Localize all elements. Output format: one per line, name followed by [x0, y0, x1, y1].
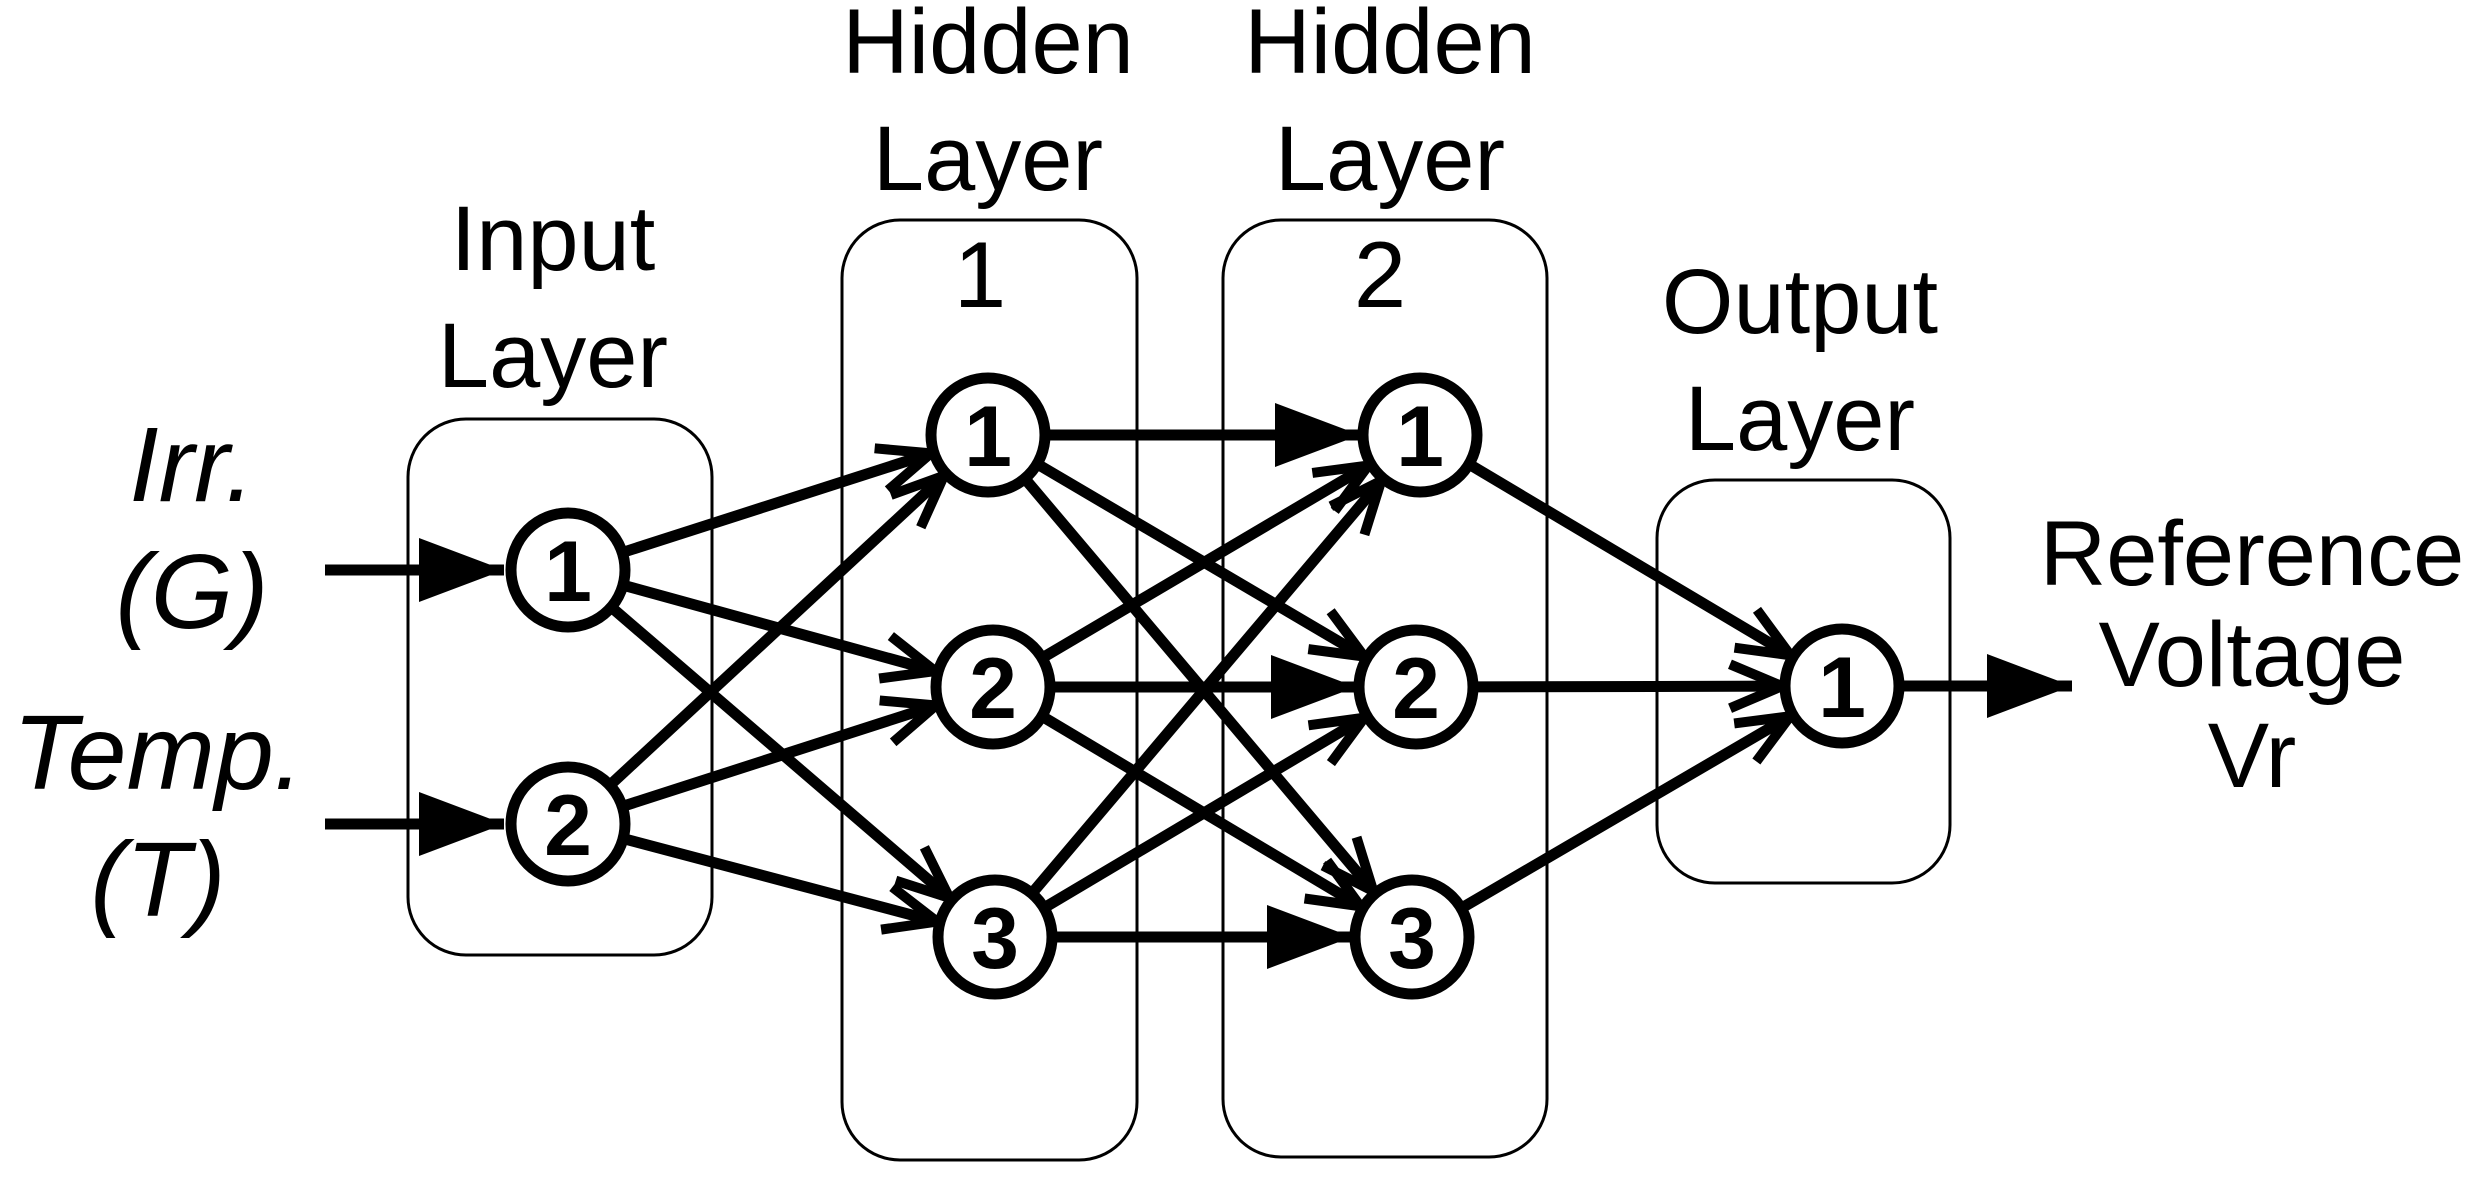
edge-h12-h21: [1041, 465, 1369, 662]
layer-title-hidden-1-line-1: Hidden: [842, 0, 1134, 93]
io-arrows: [325, 538, 2072, 856]
input-label-temp: Temp. (T): [13, 690, 304, 944]
layer-title-hidden-2-line-2: Layer: [1274, 107, 1506, 210]
layer-title-hidden-1-line-2: Layer: [872, 107, 1104, 210]
node-label-out1: 1: [1818, 640, 1866, 736]
input-label-irr-line-1: Irr.: [129, 406, 255, 524]
input-label-temp-line-1: Temp.: [12, 694, 304, 812]
output-label-line-2: Voltage: [2098, 604, 2406, 707]
neuron-nodes: 1 2 1 2 3 1 2 3 1: [505, 372, 1905, 1000]
node-circle-h23: [1349, 874, 1475, 1000]
edge-in2-h12: [622, 705, 936, 812]
edge-h21-out1: [1467, 460, 1791, 655]
layer-title-hidden-2: Hidden Layer: [1244, 0, 1536, 218]
node-label-h21: 1: [1396, 389, 1444, 485]
layer-title-input-line-2: Layer: [437, 304, 669, 407]
edge-h13-h22: [1042, 718, 1365, 912]
input-label-irr-line-2: (G): [115, 533, 269, 652]
layer-title-input-line-1: Input: [450, 188, 656, 290]
input-label-irr: Irr. (G): [115, 402, 268, 656]
node-circle-in2: [505, 761, 631, 887]
layer-title-hidden-2-line-1: Hidden: [1244, 0, 1536, 93]
edge-h23-out1: [1460, 716, 1790, 913]
node-label-in1: 1: [544, 524, 592, 620]
node-circle-h11: [925, 372, 1051, 498]
edge-h13-h21: [1028, 481, 1381, 896]
layer-title-output-line-2: Layer: [1684, 367, 1916, 470]
edge-in2-h11: [607, 476, 944, 788]
node-circle-h13: [932, 874, 1058, 1000]
output-label-line-3: Vr: [2207, 705, 2297, 808]
layer-number-hidden2: 2: [1354, 222, 1406, 327]
node-label-h22: 2: [1392, 641, 1440, 737]
input-label-temp-line-2: (T): [90, 821, 226, 940]
node-label-h23: 3: [1388, 891, 1436, 987]
node-label-h11: 1: [964, 389, 1012, 485]
edge-in2-h13: [623, 833, 937, 922]
node-circle-h12: [930, 624, 1056, 750]
output-label-line-1: Reference: [2039, 503, 2465, 605]
layer-title-hidden-1: Hidden Layer: [842, 0, 1134, 218]
connection-edges: [607, 403, 1791, 969]
node-label-h13: 3: [971, 891, 1019, 987]
node-label-h12: 2: [969, 641, 1017, 737]
layer-title-output-line-1: Output: [1661, 251, 1939, 353]
node-label-in2: 2: [544, 778, 592, 874]
layer-title-input: Input Layer: [438, 181, 668, 415]
layer-number-hidden1: 1: [954, 222, 1006, 327]
node-circle-out1: [1779, 623, 1905, 749]
layer-title-output: Output Layer: [1662, 244, 1938, 478]
node-circle-in1: [505, 507, 631, 633]
node-circle-h22: [1353, 624, 1479, 750]
edge-in1-h11: [622, 453, 931, 558]
node-circle-h21: [1357, 372, 1483, 498]
edge-h22-out1: [1474, 686, 1782, 687]
output-label-reference-voltage: Reference Voltage Vr: [2039, 503, 2465, 808]
